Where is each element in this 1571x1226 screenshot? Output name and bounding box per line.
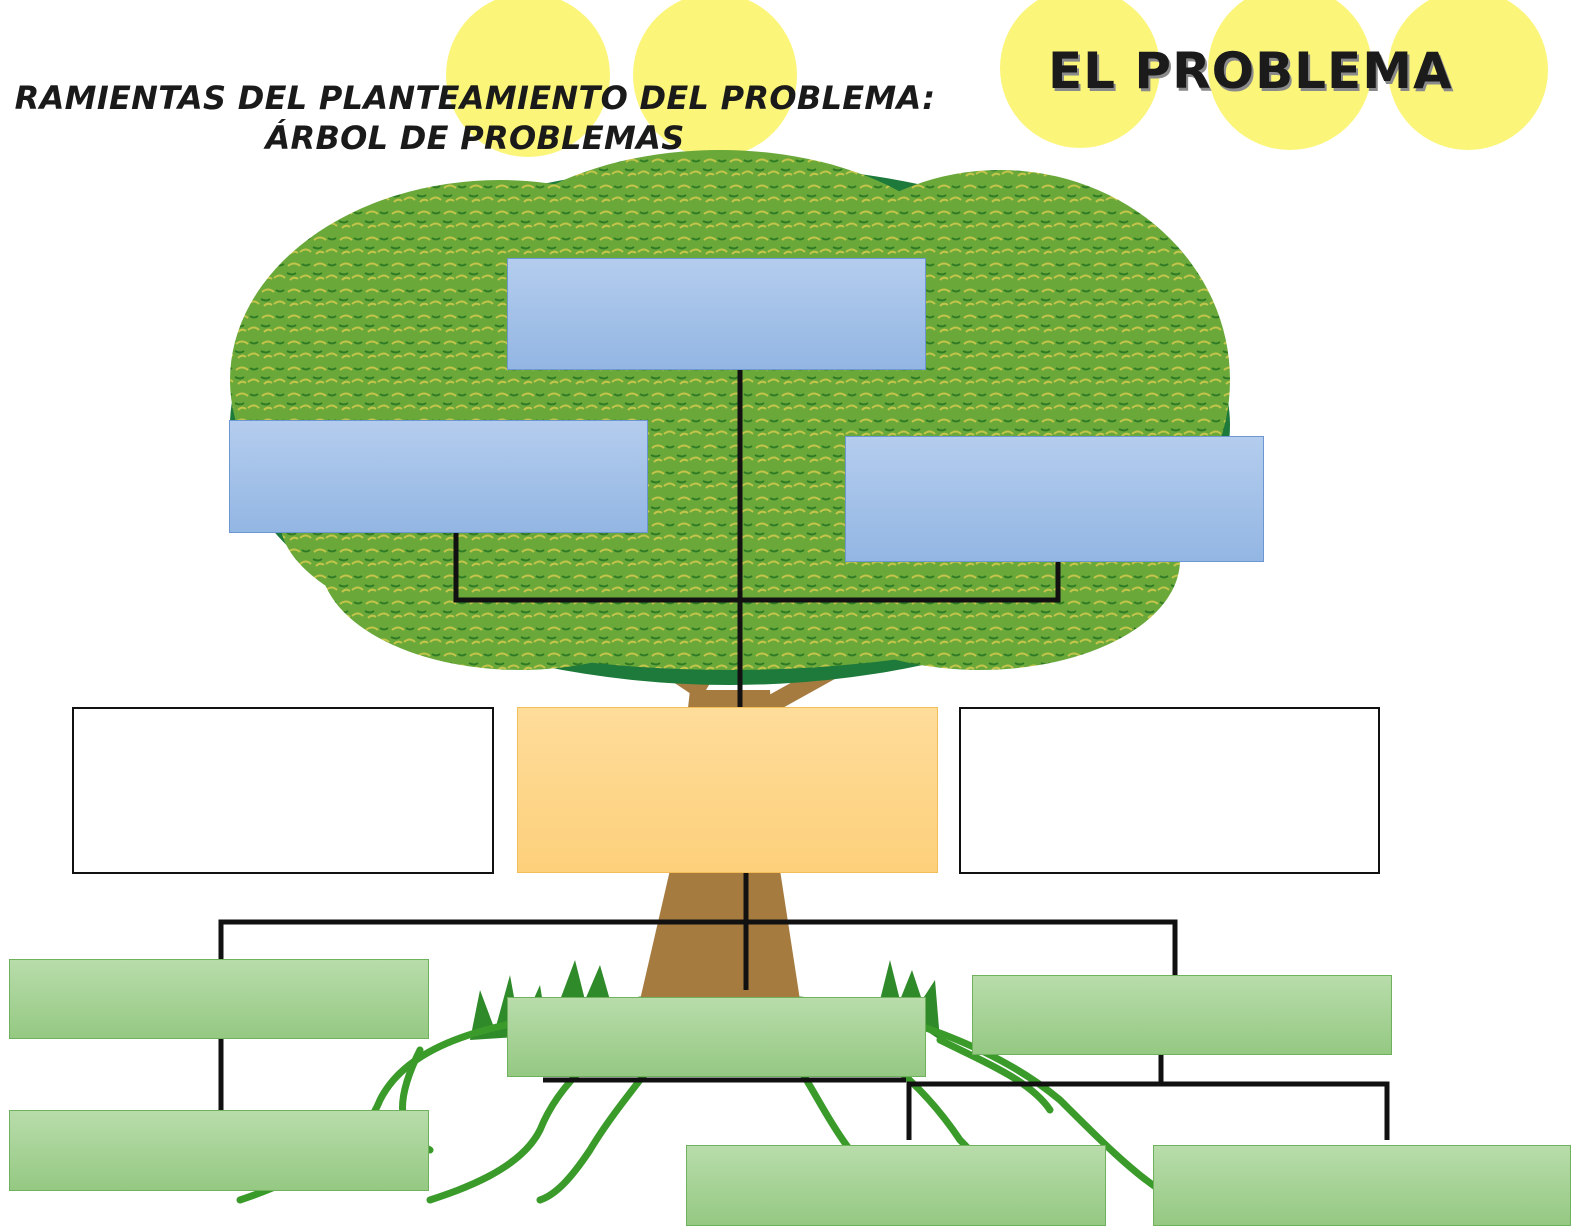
cause-box-2[interactable]	[507, 997, 926, 1077]
cause-box-3[interactable]	[972, 975, 1392, 1055]
effect-box-top[interactable]	[507, 258, 926, 370]
side-box-left[interactable]	[72, 707, 494, 874]
title-highlight-circles	[446, 0, 1548, 157]
effect-box-left[interactable]	[229, 420, 648, 533]
side-box-right[interactable]	[959, 707, 1380, 874]
page-title: RAMIENTAS DEL PLANTEAMIENTO DEL PROBLEMA…	[0, 78, 990, 158]
central-problem-box[interactable]	[517, 707, 938, 873]
cause-box-5[interactable]	[686, 1145, 1106, 1226]
brand-title: EL PROBLEMA	[1048, 42, 1453, 100]
cause-box-4[interactable]	[9, 1110, 429, 1191]
tree-foliage	[230, 150, 1230, 685]
effect-box-right[interactable]	[845, 436, 1264, 562]
effects-connectors	[453, 370, 1061, 708]
page-title-line-1: RAMIENTAS DEL PLANTEAMIENTO DEL PROBLEMA…	[14, 79, 936, 117]
page-title-line-2: ÁRBOL DE PROBLEMAS	[265, 119, 685, 157]
cause-box-1[interactable]	[9, 959, 429, 1039]
cause-box-6[interactable]	[1153, 1145, 1571, 1226]
